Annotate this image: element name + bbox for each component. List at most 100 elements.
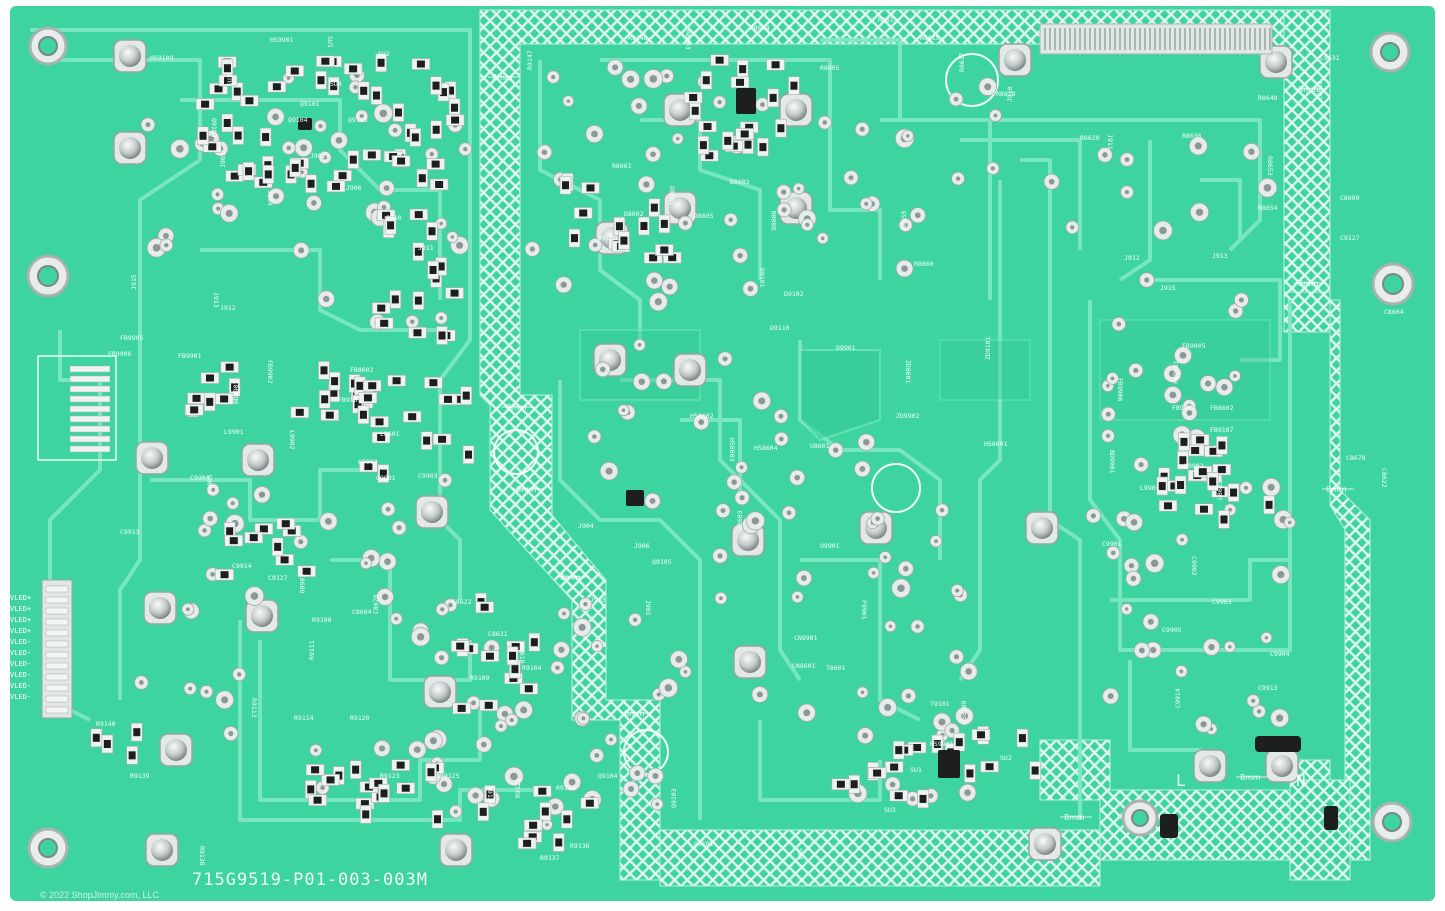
designator-label: U9901	[820, 542, 840, 550]
designator-label: R9111	[308, 640, 316, 660]
via-pad	[1163, 364, 1182, 383]
designator-label: R8604	[750, 24, 770, 32]
designator-label: J913	[212, 292, 220, 308]
via-pad	[1283, 516, 1296, 529]
smd-part	[1029, 761, 1041, 780]
designator-label: Q9103	[210, 118, 218, 138]
smd-part	[517, 837, 537, 850]
via-pad	[446, 231, 459, 244]
designator-label: SU3	[884, 806, 896, 814]
designator-label: FB9906	[1116, 378, 1124, 402]
smd-part	[721, 131, 734, 151]
via-pad	[791, 590, 804, 604]
via-pad	[1246, 694, 1260, 708]
via-pad	[587, 429, 602, 444]
via-pad	[458, 142, 473, 156]
smd-part	[387, 374, 406, 387]
smd-part	[402, 410, 422, 423]
via-pad	[1106, 545, 1121, 560]
smd-part	[1016, 728, 1029, 748]
via-pad	[774, 431, 789, 447]
smd-part	[391, 155, 411, 167]
mains-label-n: N	[1296, 771, 1306, 790]
smd-part	[184, 404, 204, 416]
vled-pin-label: VLED+	[10, 594, 31, 602]
mounting-holes	[26, 26, 1415, 869]
smd-part	[788, 76, 800, 96]
smd-part	[318, 361, 330, 380]
via-pad	[895, 259, 914, 278]
svg-text:8mm: 8mm	[624, 709, 645, 718]
via-pad	[405, 314, 420, 329]
via-pad	[617, 404, 630, 417]
designator-label: FB9107	[338, 396, 362, 404]
svg-text:8mm: 8mm	[516, 485, 537, 494]
via-pad	[578, 597, 593, 611]
designator-label: C9902	[1190, 556, 1198, 576]
designator-label: J915	[1160, 284, 1176, 292]
designator-label: U8601	[810, 442, 830, 450]
via-pad	[330, 131, 348, 150]
big-pad	[113, 39, 147, 73]
smd-part	[101, 734, 114, 754]
via-pad	[693, 414, 710, 431]
designator-label: J911	[418, 244, 434, 252]
designator-label: CN9901	[794, 634, 818, 642]
smd-part	[220, 361, 239, 373]
via-pad	[215, 690, 235, 710]
via-pad	[572, 618, 592, 637]
smd-part	[477, 802, 490, 822]
designator-label: C9905	[206, 474, 214, 494]
svg-text:8mm: 8mm	[1298, 279, 1319, 288]
via-pad	[536, 144, 553, 161]
via-pad	[648, 292, 668, 312]
designator-label: R9128	[514, 778, 522, 798]
via-pad	[604, 733, 618, 746]
designator-label: R9123	[380, 772, 400, 780]
smd-part	[475, 601, 494, 614]
big-pad	[998, 43, 1032, 77]
via-pad	[633, 338, 646, 352]
via-pad	[434, 311, 448, 325]
smd-part	[408, 326, 427, 339]
smd-part	[438, 393, 458, 406]
via-pad	[776, 184, 792, 200]
smd-part	[203, 392, 216, 412]
via-pad	[541, 818, 553, 831]
smd-part	[1263, 495, 1275, 515]
clearance-label: 8mm	[620, 709, 652, 718]
smd-part	[316, 55, 335, 68]
designator-label: CN8601	[792, 662, 816, 670]
smd-part	[244, 531, 264, 544]
via-pad	[387, 123, 403, 138]
via-pad	[891, 578, 911, 599]
mount-hole-bottom-mid	[1121, 799, 1159, 837]
designator-label: FB9902	[266, 360, 274, 384]
mount-hole-top-right	[1369, 31, 1411, 73]
smd-part	[643, 251, 663, 264]
smd-part	[892, 740, 905, 760]
via-pad	[599, 461, 619, 481]
designator-label: D8602	[624, 210, 644, 218]
designator-label: J903	[219, 152, 227, 168]
via-pad	[552, 641, 571, 659]
designator-label: HS9901	[930, 740, 954, 748]
smd-part	[370, 416, 389, 428]
smd-part	[581, 182, 600, 194]
via-pad	[546, 797, 565, 816]
smd-part	[425, 762, 437, 782]
smd-part	[964, 764, 976, 783]
smd-part	[568, 228, 581, 248]
designator-label: D9110	[770, 324, 790, 332]
designator-label: Q9105	[652, 558, 672, 566]
designator-label: J906	[346, 184, 362, 192]
via-pad	[226, 496, 240, 510]
designator-label: C9901	[1102, 540, 1122, 548]
smd-part	[357, 405, 370, 425]
big-pad	[113, 131, 147, 165]
designator-label: R8653	[1266, 156, 1274, 176]
via-pad	[557, 607, 571, 620]
via-pad	[1252, 704, 1266, 719]
designator-label: HS8603	[728, 438, 736, 462]
via-pad	[856, 727, 874, 745]
